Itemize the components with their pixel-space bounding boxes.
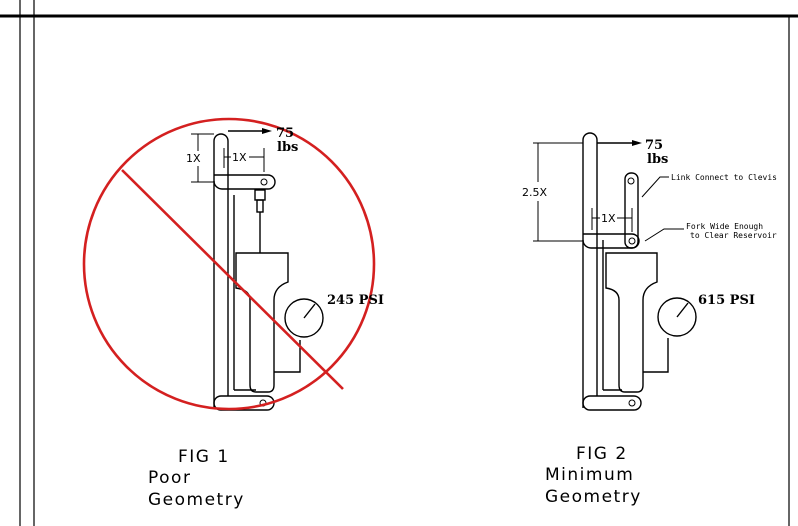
fig2-dim-horizontal-label: 1X — [601, 212, 616, 225]
fig2-force-unit: lbs — [647, 152, 668, 167]
fig2-gauge-needle — [676, 302, 689, 318]
fig1-caption-line1: Poor — [148, 468, 191, 488]
fig2-force-value: 75 — [645, 138, 663, 153]
fig1-drawing — [191, 128, 324, 411]
fig2-dim-vertical-label: 2.5X — [522, 186, 547, 199]
fig2-pressure-gauge — [657, 297, 697, 337]
fig2-fork-leader — [644, 228, 684, 242]
fig2-lever — [582, 132, 598, 408]
prohibition-slash — [121, 169, 344, 390]
fig1-gauge-needle — [303, 303, 316, 319]
fig1-force-arrow — [262, 128, 272, 134]
fig2-fork-note-line2: to Clear Reservoir — [690, 231, 777, 240]
fig1-pressure-label: 245 PSI — [327, 293, 384, 308]
fig2-link — [624, 172, 639, 249]
fig2-pressure-label: 615 PSI — [698, 293, 755, 308]
fig1-crank-pivot — [260, 178, 268, 186]
fig2-drawing — [533, 132, 697, 411]
fig2-base-pivot — [628, 399, 636, 407]
fig2-link-pivot — [627, 177, 635, 185]
fig2-crank-arm — [582, 233, 640, 249]
fig2-caption-line2: Geometry — [545, 487, 642, 507]
fig2-crank-pivot — [628, 237, 636, 245]
fig1-dim-horizontal-label: 1X — [232, 151, 247, 164]
fig1-dim-vertical-label: 1X — [186, 152, 201, 165]
fig2-master-cylinder — [605, 252, 658, 393]
fig1-pressure-gauge — [284, 298, 324, 338]
fig1-clevis — [254, 189, 266, 201]
fig1-rod-nut — [256, 199, 264, 213]
fig2-link-note: Link Connect to Clevis — [671, 173, 777, 182]
fig2-fork-note-line1: Fork Wide Enough — [686, 222, 763, 231]
fig2-gauge-line — [643, 338, 669, 373]
fig2-base — [582, 395, 642, 411]
fig1-caption-title: FIG 1 — [178, 447, 230, 467]
fig2-caption-line1: Minimum — [545, 465, 634, 485]
fig2-force-arrow — [632, 140, 642, 146]
fig1-force-value: 75 — [276, 126, 294, 141]
fig2-link-leader — [641, 176, 669, 198]
fig1-caption-line2: Geometry — [148, 490, 245, 510]
fig1-crank-arm — [213, 174, 276, 190]
fig1-force-unit: lbs — [277, 140, 298, 155]
fig1-lever — [213, 133, 229, 408]
fig1-gauge-line — [274, 340, 301, 373]
fig1-master-cylinder — [235, 252, 289, 393]
prohibition-circle — [82, 117, 376, 411]
fig2-caption-title: FIG 2 — [576, 444, 628, 464]
